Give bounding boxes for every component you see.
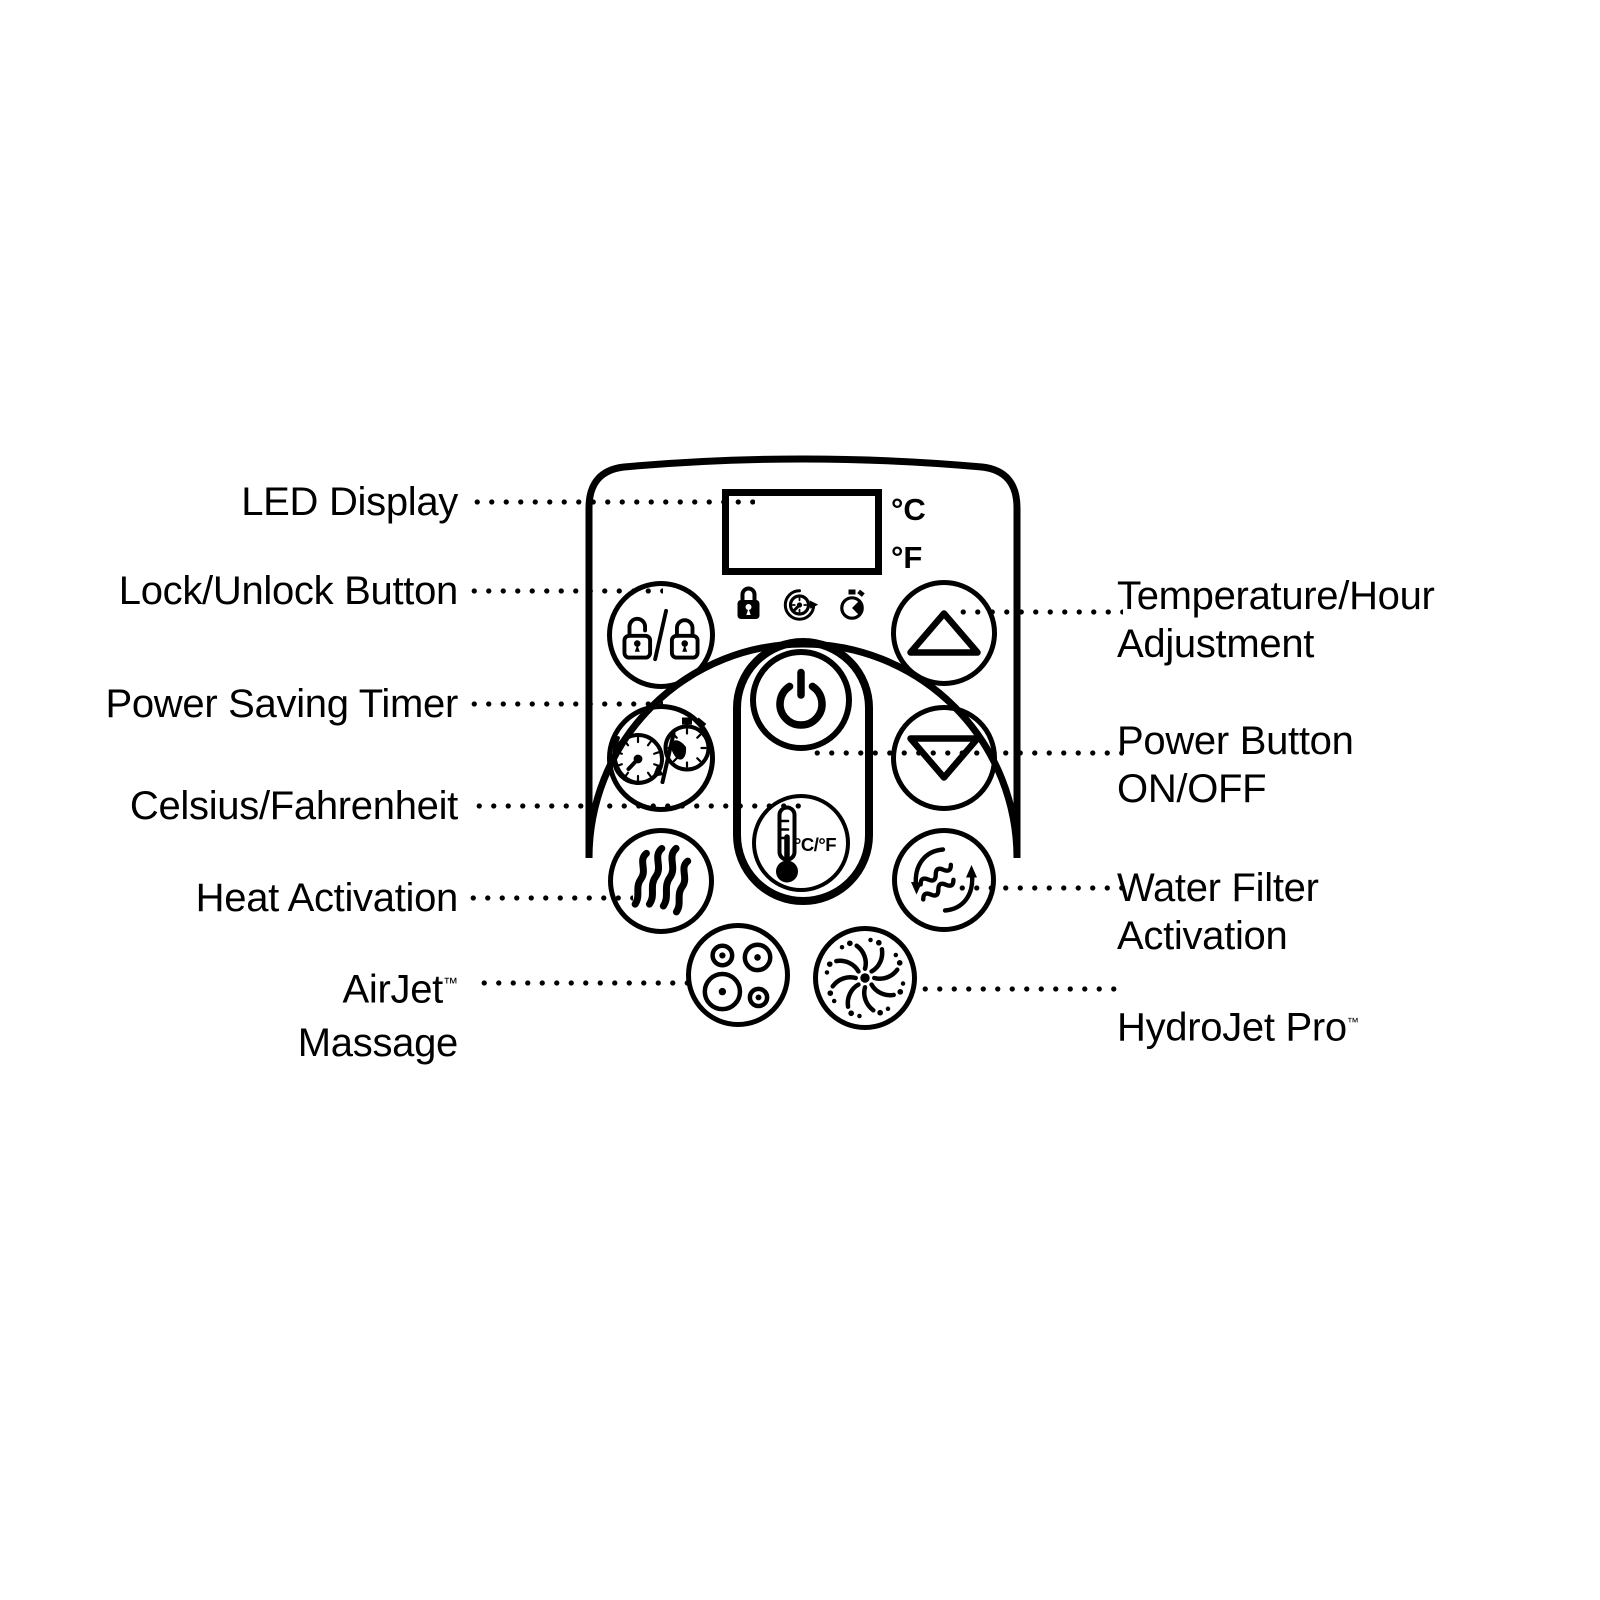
label-power-saving-timer: Power Saving Timer <box>0 680 458 728</box>
label-airjet-text: AirJet <box>342 967 444 1012</box>
lock-unlock-icon <box>622 608 700 662</box>
leader-temperature-hour <box>956 609 1123 615</box>
label-airjet-massage: AirJet™ Massage <box>0 957 459 1070</box>
airjet-massage-button[interactable] <box>686 923 790 1027</box>
leader-power-button <box>810 750 1123 756</box>
temperature-down-button[interactable] <box>891 705 997 811</box>
power-icon <box>776 668 826 729</box>
power-button[interactable] <box>750 649 852 751</box>
lock-status-icon <box>737 586 760 619</box>
label-water-filter-line2: Activation <box>1117 914 1288 958</box>
label-hydrojet-text: HydroJet Pro <box>1117 1005 1347 1050</box>
hydrojet-button[interactable] <box>813 926 917 1030</box>
lock-unlock-button[interactable] <box>607 581 715 689</box>
leader-led-display <box>470 499 755 505</box>
control-panel-outline <box>585 455 1021 859</box>
label-led-display-text: LED Display <box>241 480 458 524</box>
impeller-icon <box>824 937 906 1019</box>
label-lock-unlock-text: Lock/Unlock Button <box>118 569 459 613</box>
label-lock-unlock-button: Lock/Unlock Button <box>0 567 459 615</box>
cf-switch-label: °C/°F <box>794 834 837 855</box>
label-massage-text: Massage <box>297 1021 459 1066</box>
label-temperature-hour-line2: Adjustment <box>1117 622 1315 666</box>
label-temperature-hour-adjustment: Temperature/Hour Adjustment <box>1117 572 1435 668</box>
label-led-display: LED Display <box>0 478 458 526</box>
heat-activation-button[interactable] <box>608 828 714 934</box>
timer-status-icon <box>840 589 865 620</box>
label-power-button-on-off: Power Button ON/OFF <box>1117 717 1354 813</box>
water-filter-button[interactable] <box>892 828 996 932</box>
label-power-button-line2: ON/OFF <box>1117 767 1267 811</box>
label-power-button-line1: Power Button <box>1117 719 1354 763</box>
water-cycle-icon <box>911 847 977 913</box>
leader-airjet <box>477 980 690 986</box>
leader-hydrojet <box>918 986 1123 992</box>
leader-water-filter <box>955 885 1123 891</box>
fahrenheit-unit-label: °F <box>891 540 923 575</box>
triangle-up-icon <box>907 610 981 656</box>
label-water-filter-line1: Water Filter <box>1117 866 1319 910</box>
celsius-unit-label: °C <box>891 492 926 527</box>
triangle-down-icon <box>907 735 981 781</box>
label-celsius-fahrenheit: Celsius/Fahrenheit <box>0 782 458 830</box>
center-pill <box>733 638 873 905</box>
label-hydrojet-pro: HydroJet Pro™ <box>1117 998 1359 1051</box>
leader-heat-activation <box>466 895 633 901</box>
label-water-filter-activation: Water Filter Activation <box>1117 864 1319 960</box>
power-saving-timer-icon <box>612 717 711 785</box>
label-heat-activation-text: Heat Activation <box>195 876 459 920</box>
power-saving-timer-button[interactable] <box>607 704 715 812</box>
leader-celsius-fahrenheit <box>472 803 805 809</box>
celsius-fahrenheit-button[interactable]: °C/°F <box>752 794 850 892</box>
label-temperature-hour-line1: Temperature/Hour <box>1117 574 1435 618</box>
label-power-saving-timer-text: Power Saving Timer <box>105 682 458 726</box>
power-saving-status-icon <box>783 589 819 621</box>
bubbles-icon <box>702 942 773 1012</box>
leader-power-saving-timer <box>467 701 663 707</box>
hydrojet-trademark: ™ <box>1346 1015 1359 1029</box>
leader-lock-unlock <box>467 588 663 594</box>
airjet-trademark: ™ <box>443 975 458 992</box>
heat-waves-icon <box>631 844 692 916</box>
label-heat-activation: Heat Activation <box>0 874 459 922</box>
temperature-up-button[interactable] <box>891 580 997 686</box>
label-celsius-fahrenheit-text: Celsius/Fahrenheit <box>129 784 458 828</box>
